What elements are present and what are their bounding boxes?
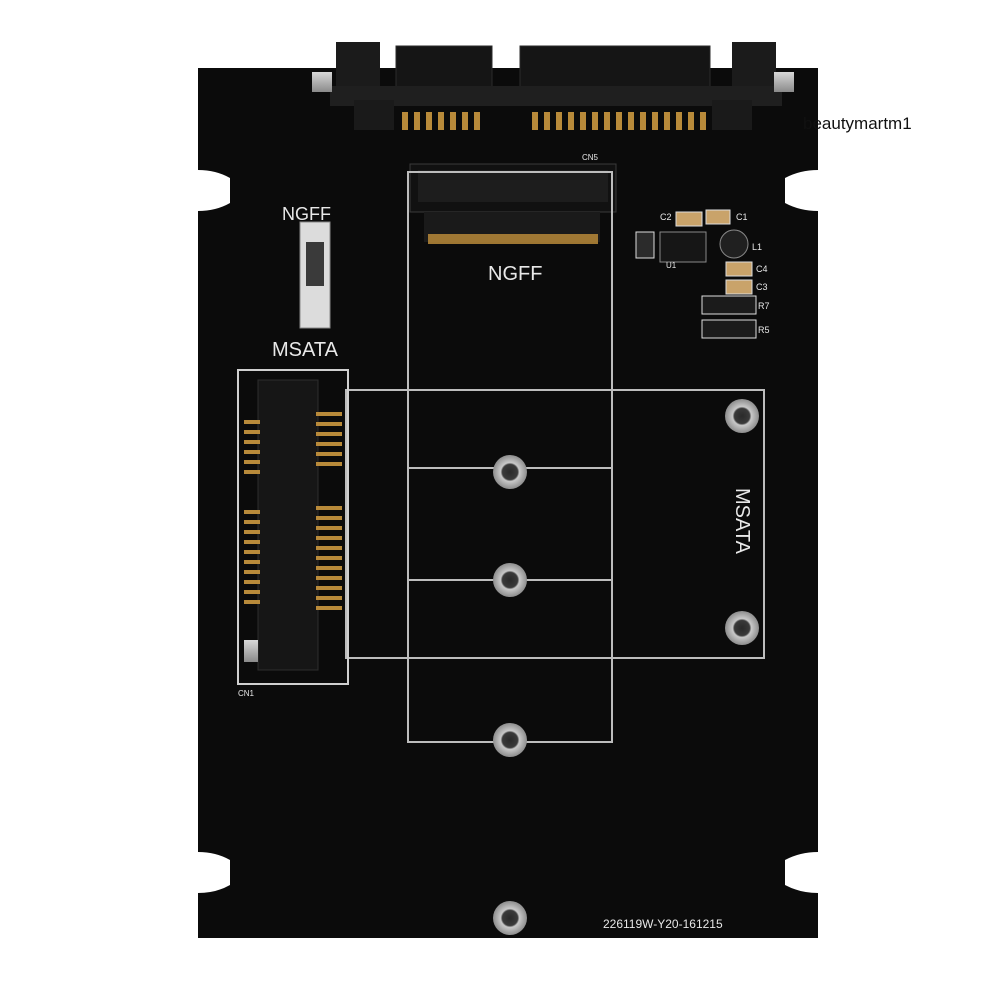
- l1-label: L1: [752, 242, 762, 252]
- mode-switch: [299, 221, 331, 329]
- sata-connector: [312, 42, 794, 130]
- ngff-slot-label: NGFF: [488, 263, 542, 285]
- r7-label: R7: [758, 301, 770, 311]
- c2-label: C2: [660, 212, 672, 222]
- c4-label: C4: [756, 264, 768, 274]
- switch-label-msata: MSATA: [272, 339, 339, 361]
- ngff-connector: [409, 163, 617, 244]
- sata-pins-short: [402, 112, 480, 130]
- smd-components: [635, 209, 757, 339]
- mount-hole: [493, 901, 527, 935]
- r5-label: R5: [758, 325, 770, 335]
- sata-pins-long: [532, 112, 706, 130]
- msata-connector: [237, 369, 349, 685]
- mount-hole: [725, 611, 759, 645]
- msata-slot-outline: [345, 389, 765, 659]
- cn5-label: CN5: [582, 153, 599, 162]
- mount-hole: [493, 563, 527, 597]
- u1-label: U1: [666, 261, 677, 270]
- part-number: 226119W-Y20-161215: [603, 917, 723, 931]
- msata-pins-left: [244, 420, 260, 604]
- c1-label: C1: [736, 212, 748, 222]
- msata-side-label: MSATA: [731, 488, 753, 555]
- mount-hole: [493, 723, 527, 757]
- mount-hole: [725, 399, 759, 433]
- pcb-board: [198, 68, 818, 938]
- c3-label: C3: [756, 282, 768, 292]
- cn1-label: CN1: [238, 689, 255, 698]
- msata-pins-right: [316, 412, 342, 610]
- watermark-text: beautymartm1: [803, 114, 912, 133]
- mount-hole: [493, 455, 527, 489]
- switch-label-ngff: NGFF: [282, 204, 331, 224]
